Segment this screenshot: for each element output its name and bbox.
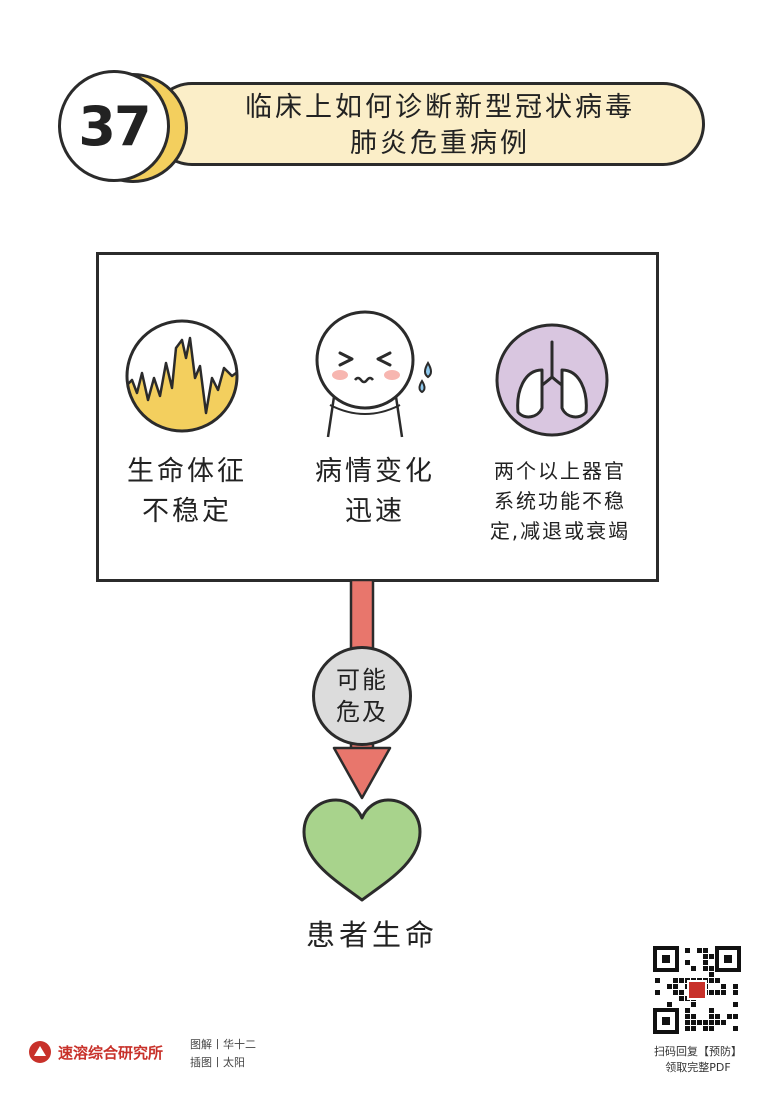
credits: 图解丨华十二 插图丨太阳 bbox=[190, 1036, 256, 1072]
condition-label-vital-signs: 生命体征 不稳定 bbox=[127, 456, 247, 527]
brand-name: 速溶综合研究所 bbox=[58, 1043, 164, 1062]
heart-icon bbox=[302, 798, 422, 902]
vital-signs-wave-icon bbox=[125, 319, 239, 433]
qr-caption: 扫码回复【预防】 领取完整PDF bbox=[654, 1045, 742, 1074]
brand-emblem-icon bbox=[29, 1041, 51, 1063]
number-badge: 37 bbox=[58, 70, 170, 182]
title-line-2: 肺炎危重病例 bbox=[350, 128, 530, 159]
condition-label-rapid-change: 病情变化 迅速 bbox=[315, 456, 435, 527]
outcome-label: 患者生命 bbox=[305, 918, 438, 952]
connector-circle: 可能 危及 bbox=[312, 646, 412, 746]
credit-artwork: 插图丨太阳 bbox=[190, 1056, 245, 1069]
title-line-1: 临床上如何诊断新型冠状病毒 bbox=[245, 92, 635, 123]
distressed-face-icon bbox=[315, 310, 432, 438]
title-banner bbox=[150, 82, 705, 166]
condition-label-organ-failure: 两个以上器官 系统功能不稳 定,减退或衰竭 bbox=[489, 459, 631, 543]
lungs-icon bbox=[495, 323, 609, 437]
credit-illustration: 图解丨华十二 bbox=[190, 1038, 256, 1051]
brand-logo: 速溶综合研究所 bbox=[28, 1040, 163, 1064]
qr-code[interactable] bbox=[653, 946, 741, 1034]
page-title: 临床上如何诊断新型冠状病毒 肺炎危重病例 bbox=[190, 90, 690, 162]
